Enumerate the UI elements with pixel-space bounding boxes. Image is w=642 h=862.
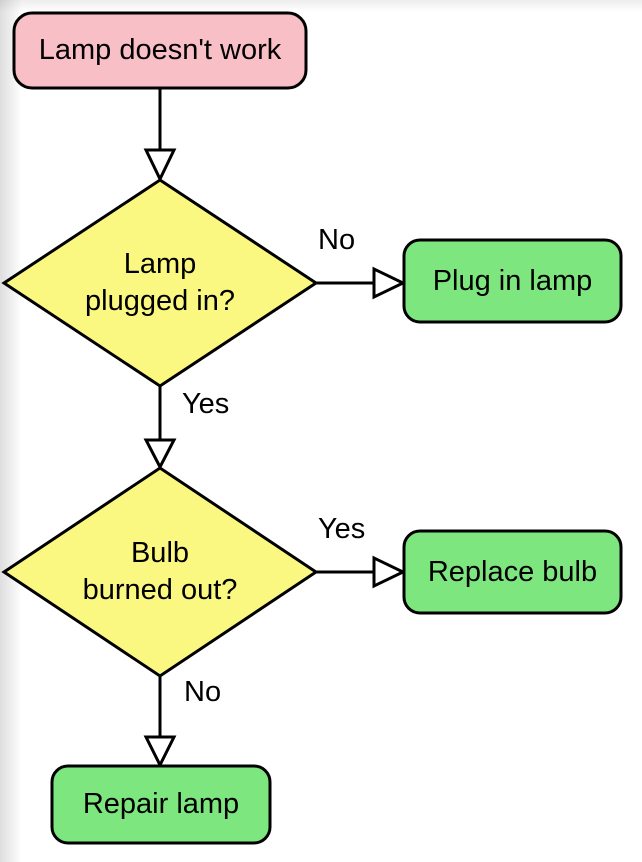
decision2-diamond-shape <box>1 466 319 678</box>
action-plug-shape <box>402 238 623 324</box>
arrowhead-down-icon <box>143 735 177 769</box>
action-replace-shape <box>402 529 623 615</box>
arrowhead-down-icon <box>143 148 177 183</box>
action-repair-shape <box>50 764 272 845</box>
decision1-diamond-shape <box>1 178 319 388</box>
arrowhead-down-icon <box>143 438 177 471</box>
arrowhead-right-icon <box>372 266 407 300</box>
start-node-shape <box>12 11 308 90</box>
arrowhead-right-icon <box>372 555 407 589</box>
